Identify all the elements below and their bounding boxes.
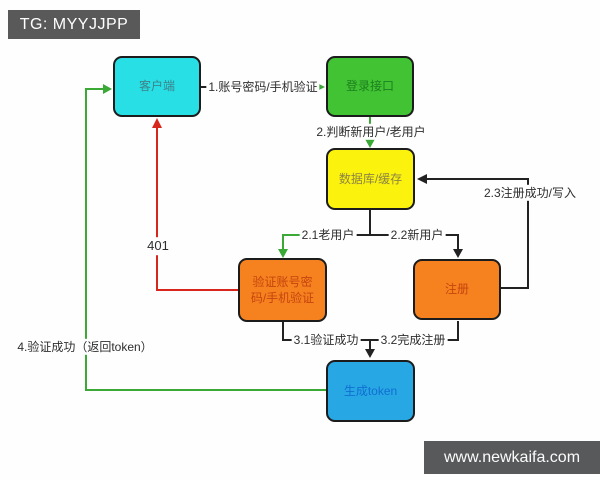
edge-label-31-verify-success: 3.1验证成功 [291, 331, 361, 349]
node-client-label: 客户端 [138, 79, 175, 94]
edge-23-line [427, 178, 529, 289]
edge-label-32-register-done: 3.2完成注册 [378, 331, 448, 349]
edge-label-2-judge-user: 2.判断新用户/老用户 [314, 123, 428, 141]
node-generate-token-label: 生成token [343, 383, 398, 398]
edge-4-line [85, 88, 326, 391]
node-register: 注册 [413, 259, 501, 320]
site-watermark: www.newkaifa.com [424, 441, 600, 474]
node-database-cache: 数据库/缓存 [326, 148, 415, 210]
edge-2-arrowhead-icon [365, 139, 375, 148]
edge-3-arrowhead-icon [365, 349, 375, 358]
edge-21-arrowhead-icon [278, 249, 288, 258]
telegram-tag-badge: TG: MYYJJPP [8, 10, 140, 39]
edge-23-arrowhead-icon [417, 174, 427, 184]
edge-label-1-credentials: 1.账号密码/手机验证 [206, 78, 320, 96]
node-verify-credentials-label: 验证账号密码/手机验证 [250, 274, 315, 305]
node-login-api: 登录接口 [326, 56, 414, 117]
edge-4-arrowhead-icon [103, 84, 112, 94]
edge-label-4-return-token: 4.验证成功（返回token） [15, 338, 155, 356]
node-login-api-label: 登录接口 [345, 79, 394, 94]
node-register-label: 注册 [444, 282, 469, 297]
node-client: 客户端 [113, 56, 201, 117]
edge-label-22-new-user: 2.2新用户 [388, 226, 446, 244]
node-verify-credentials: 验证账号密码/手机验证 [238, 258, 327, 322]
edge-401-line [156, 127, 238, 291]
node-generate-token: 生成token [326, 360, 415, 422]
edge-401-arrowhead-icon [152, 118, 162, 128]
node-database-cache-label: 数据库/缓存 [338, 171, 403, 186]
edge-22-arrowhead-icon [453, 249, 463, 258]
edge-label-401: 401 [145, 237, 171, 255]
edge-label-23-register-write: 2.3注册成功/写入 [481, 184, 579, 202]
edge-label-21-old-user: 2.1老用户 [299, 226, 357, 244]
